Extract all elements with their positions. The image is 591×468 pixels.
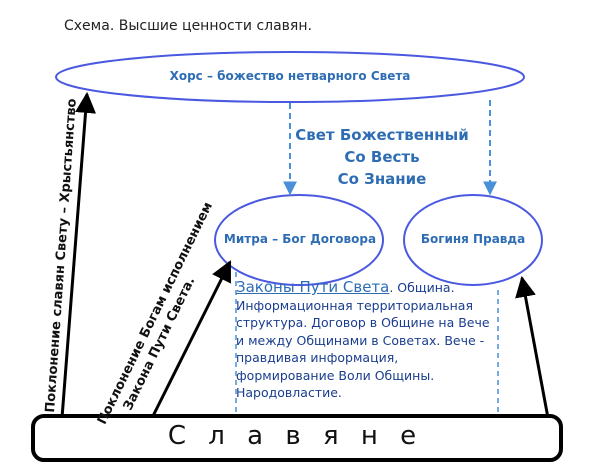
laws-heading: Законы Пути Света: [236, 278, 390, 296]
laws-body: . Община. Информационная территориальная…: [236, 280, 490, 400]
laws-text-block: Законы Пути Света. Община. Информационна…: [236, 278, 498, 402]
light-line-3: Со Знание: [337, 170, 427, 188]
khors-node: [55, 51, 525, 103]
arrow-slavs-khors: [60, 91, 97, 419]
divine-light-text: Свет Божественный Со Весть Со Знание: [262, 124, 502, 190]
mitra-label: Митра – Бог Договора: [223, 232, 377, 246]
arrow-slavs-pravda: [515, 275, 550, 419]
pravda-label: Богиня Правда: [420, 232, 526, 246]
slavs-label: С л а в я н е: [167, 421, 424, 451]
page-title: Схема. Высшие ценности славян.: [64, 18, 312, 34]
light-line-1: Свет Божественный: [295, 126, 469, 144]
slavs-node: [31, 414, 563, 462]
khors-label: Хорс – божество нетварного Света: [169, 69, 411, 83]
light-line-2: Со Весть: [344, 148, 420, 166]
mitra-node: [214, 194, 384, 286]
pravda-node: [403, 194, 543, 286]
arrow-slavs-mitra: [150, 260, 232, 419]
